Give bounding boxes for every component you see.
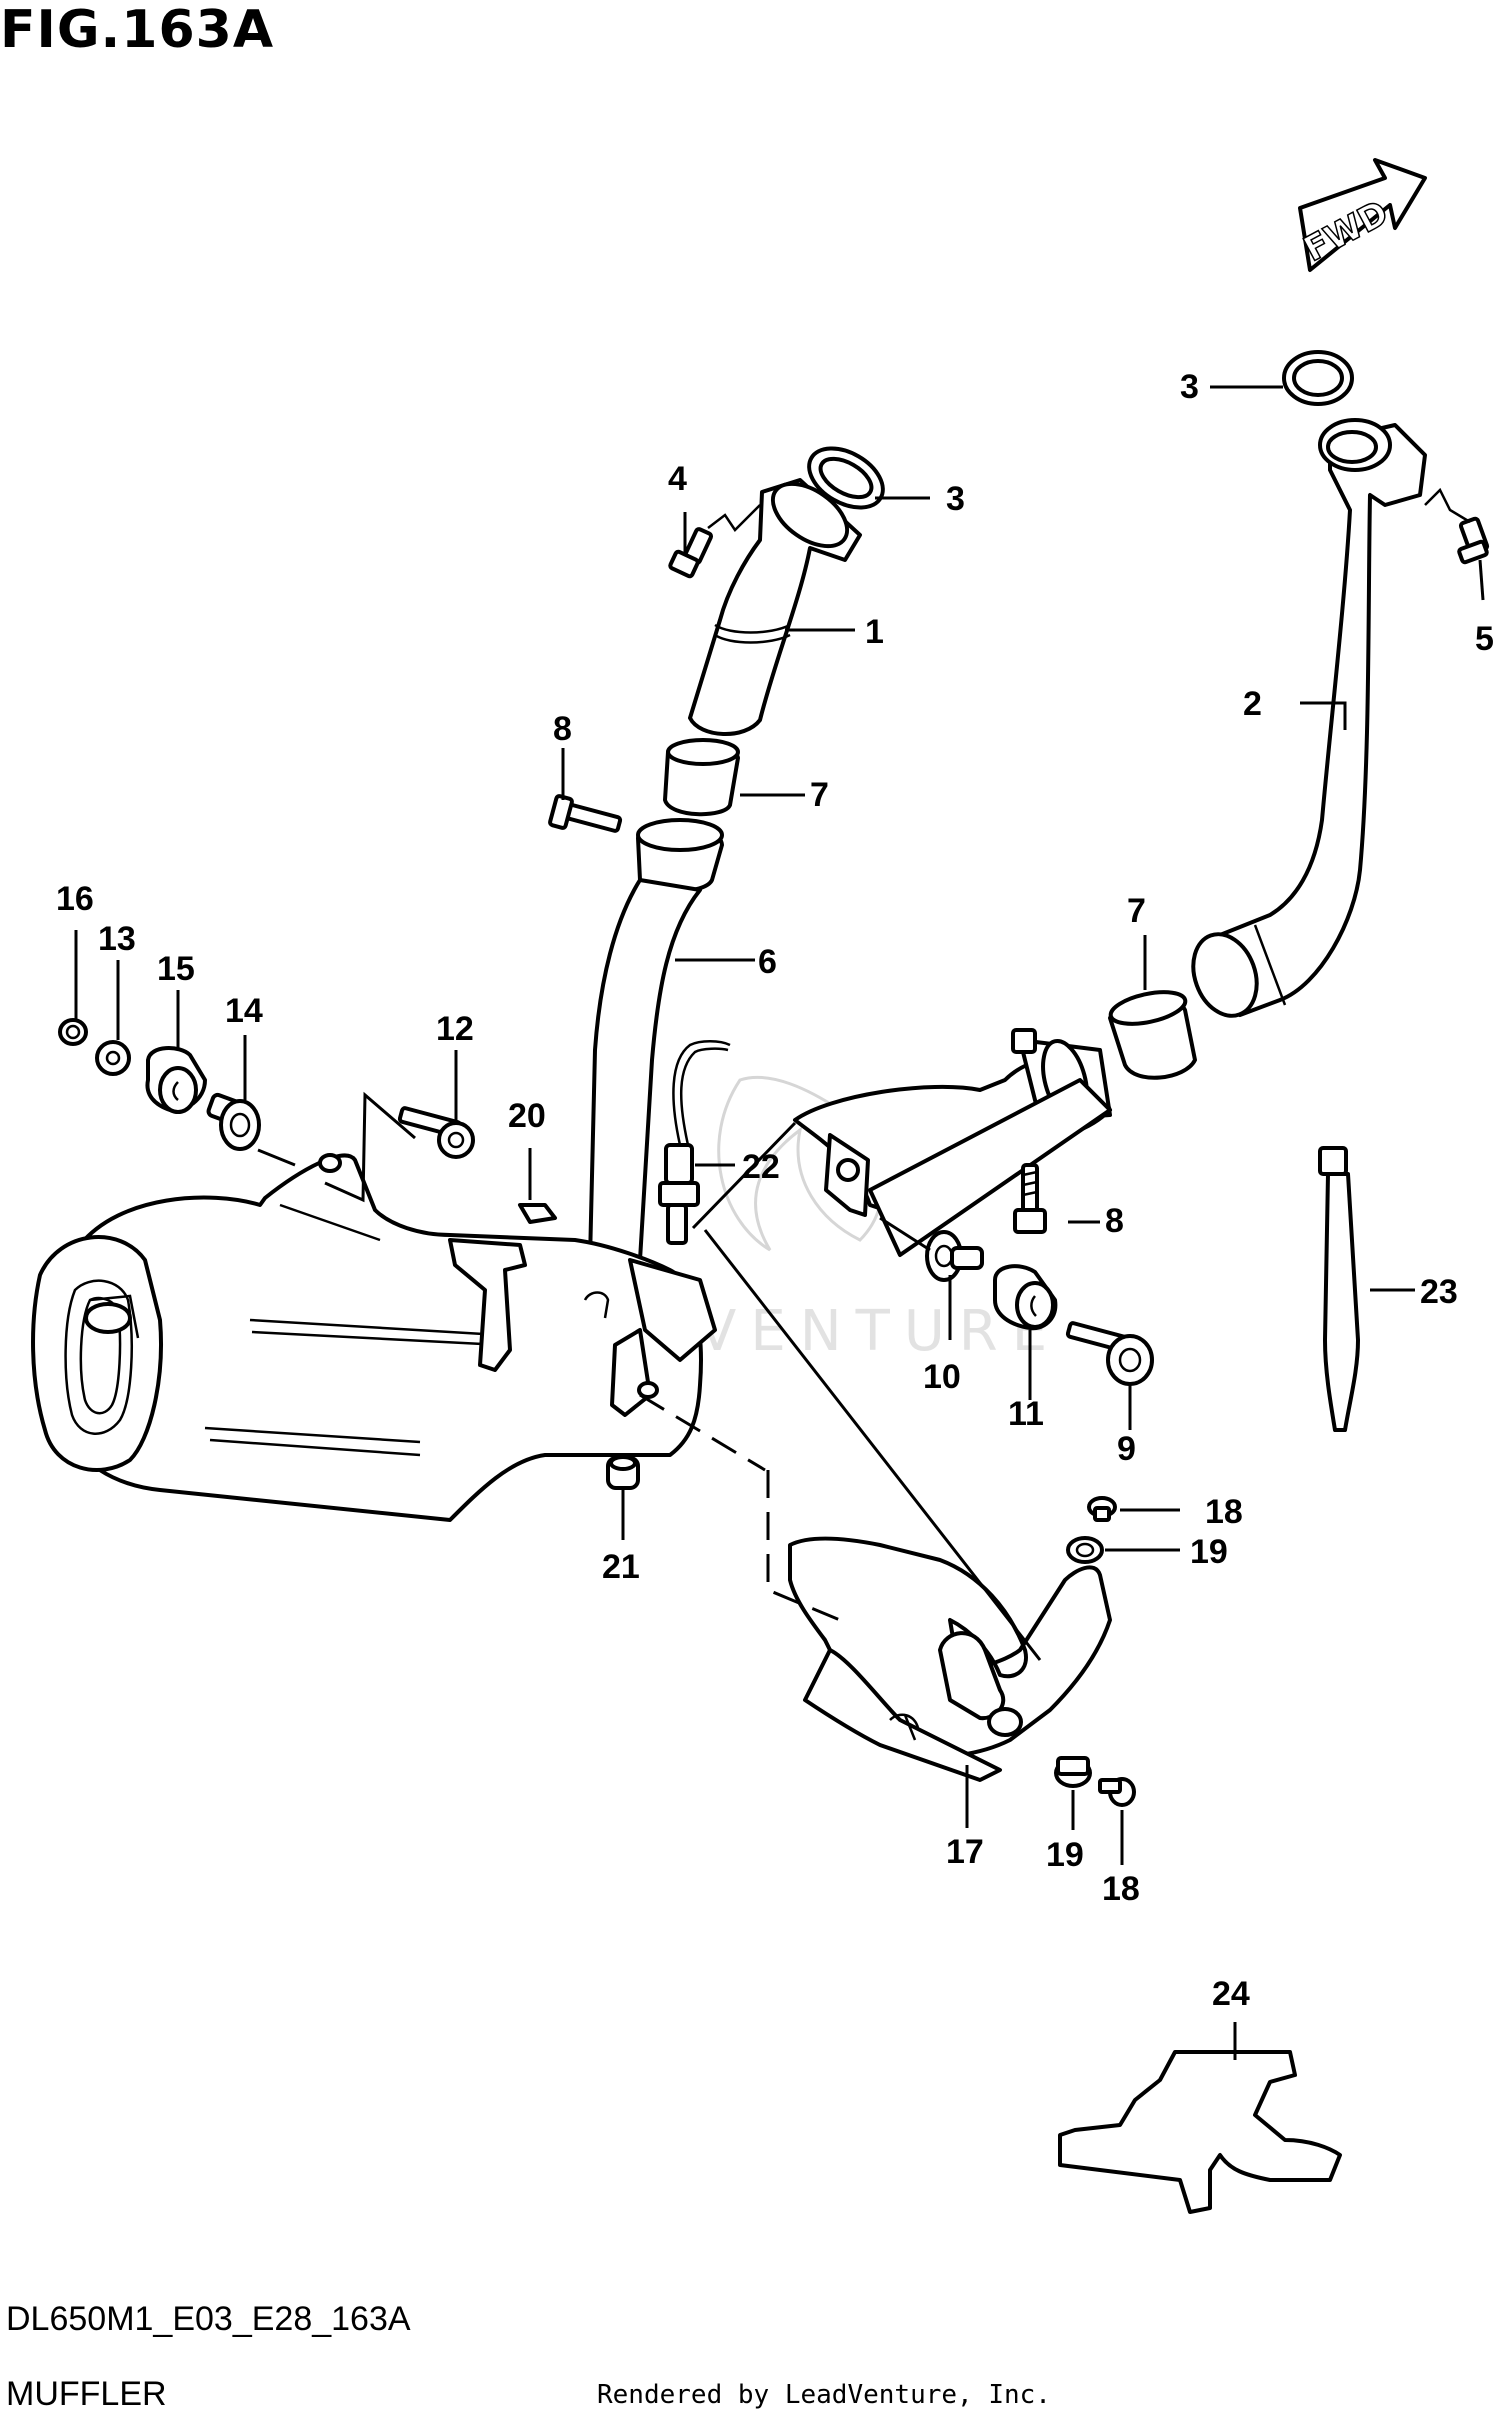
callout-7-right: 7: [1127, 892, 1146, 930]
callout-23: 23: [1420, 1273, 1458, 1311]
nut-16: [58, 1018, 88, 1046]
callout-17: 17: [946, 1833, 984, 1871]
bolt-8-upper: [548, 794, 623, 833]
callout-3-right: 3: [1180, 368, 1199, 406]
callout-16: 16: [56, 880, 94, 918]
callout-6: 6: [758, 943, 777, 981]
callout-labels: 1 2 3 3 4 5 6 7 7 8 8 9 10 11 12 13 14 1…: [56, 368, 1494, 2013]
bolt-4: [668, 504, 761, 579]
figure-name: MUFFLER: [6, 2375, 167, 2413]
bolt-18-lower: [1098, 1777, 1136, 1807]
callout-15: 15: [157, 950, 195, 988]
bolt-12: [397, 1106, 475, 1159]
callout-20: 20: [508, 1097, 546, 1135]
cushion-11: [993, 1264, 1058, 1331]
callout-12: 12: [436, 1010, 474, 1048]
cable-tie-23: [1318, 1146, 1360, 1432]
callout-8-upper: 8: [553, 710, 572, 748]
clip-20: [518, 1203, 557, 1224]
label-24: [1058, 2050, 1342, 2214]
fwd-arrow: FWD: [1297, 158, 1427, 272]
oxygen-sensor-22: [658, 1040, 731, 1245]
leader-lines: [74, 385, 1485, 2060]
callout-5: 5: [1475, 620, 1494, 658]
callout-11: 11: [1008, 1395, 1044, 1433]
exhaust-pipe-1: [688, 478, 862, 736]
callout-21: 21: [602, 1548, 640, 1586]
exhaust-pipe-6: [588, 818, 1112, 1262]
washer-13: [95, 1040, 131, 1076]
collar-14: [206, 1092, 261, 1151]
bolt-8-lower: [1013, 1163, 1047, 1234]
nut-19-lower: [1054, 1756, 1092, 1788]
callout-19-lower: 19: [1046, 1836, 1084, 1874]
callout-22: 22: [742, 1148, 780, 1186]
callout-8-lower: 8: [1105, 1202, 1124, 1240]
callout-14: 14: [225, 992, 263, 1030]
sleeve-7-left: [663, 738, 740, 817]
collar-10: [925, 1230, 984, 1282]
nut-19-upper: [1066, 1536, 1104, 1564]
bolt-18-upper: [1087, 1496, 1117, 1522]
bolt-9: [1065, 1321, 1154, 1386]
figure-title: FIG.163A: [0, 0, 275, 60]
callout-1: 1: [865, 613, 884, 651]
callout-18-lower: 18: [1102, 1870, 1140, 1908]
heat-guard-17: [788, 1536, 1112, 1782]
callout-10: 10: [923, 1358, 961, 1396]
sleeve-7-right: [1108, 990, 1197, 1080]
gasket-3-right: [1282, 350, 1354, 406]
callout-13: 13: [98, 920, 136, 958]
exhaust-pipe-2: [1191, 418, 1427, 1018]
callout-18-upper: 18: [1205, 1493, 1243, 1531]
callout-4: 4: [668, 460, 687, 498]
cushion-15: [145, 1046, 207, 1114]
figure-code: DL650M1_E03_E28_163A: [6, 2300, 411, 2338]
bolt-5: [1424, 487, 1490, 565]
callout-7-left: 7: [810, 776, 829, 814]
callout-24: 24: [1212, 1975, 1250, 2013]
callout-2: 2: [1243, 685, 1262, 723]
muffler-body: [31, 1153, 717, 1522]
grommet-21: [606, 1455, 640, 1490]
callout-3-left: 3: [946, 480, 965, 518]
callout-9: 9: [1117, 1430, 1136, 1468]
callout-19-upper: 19: [1190, 1533, 1228, 1571]
rendered-by-credit: Rendered by LeadVenture, Inc.: [597, 2380, 1051, 2410]
